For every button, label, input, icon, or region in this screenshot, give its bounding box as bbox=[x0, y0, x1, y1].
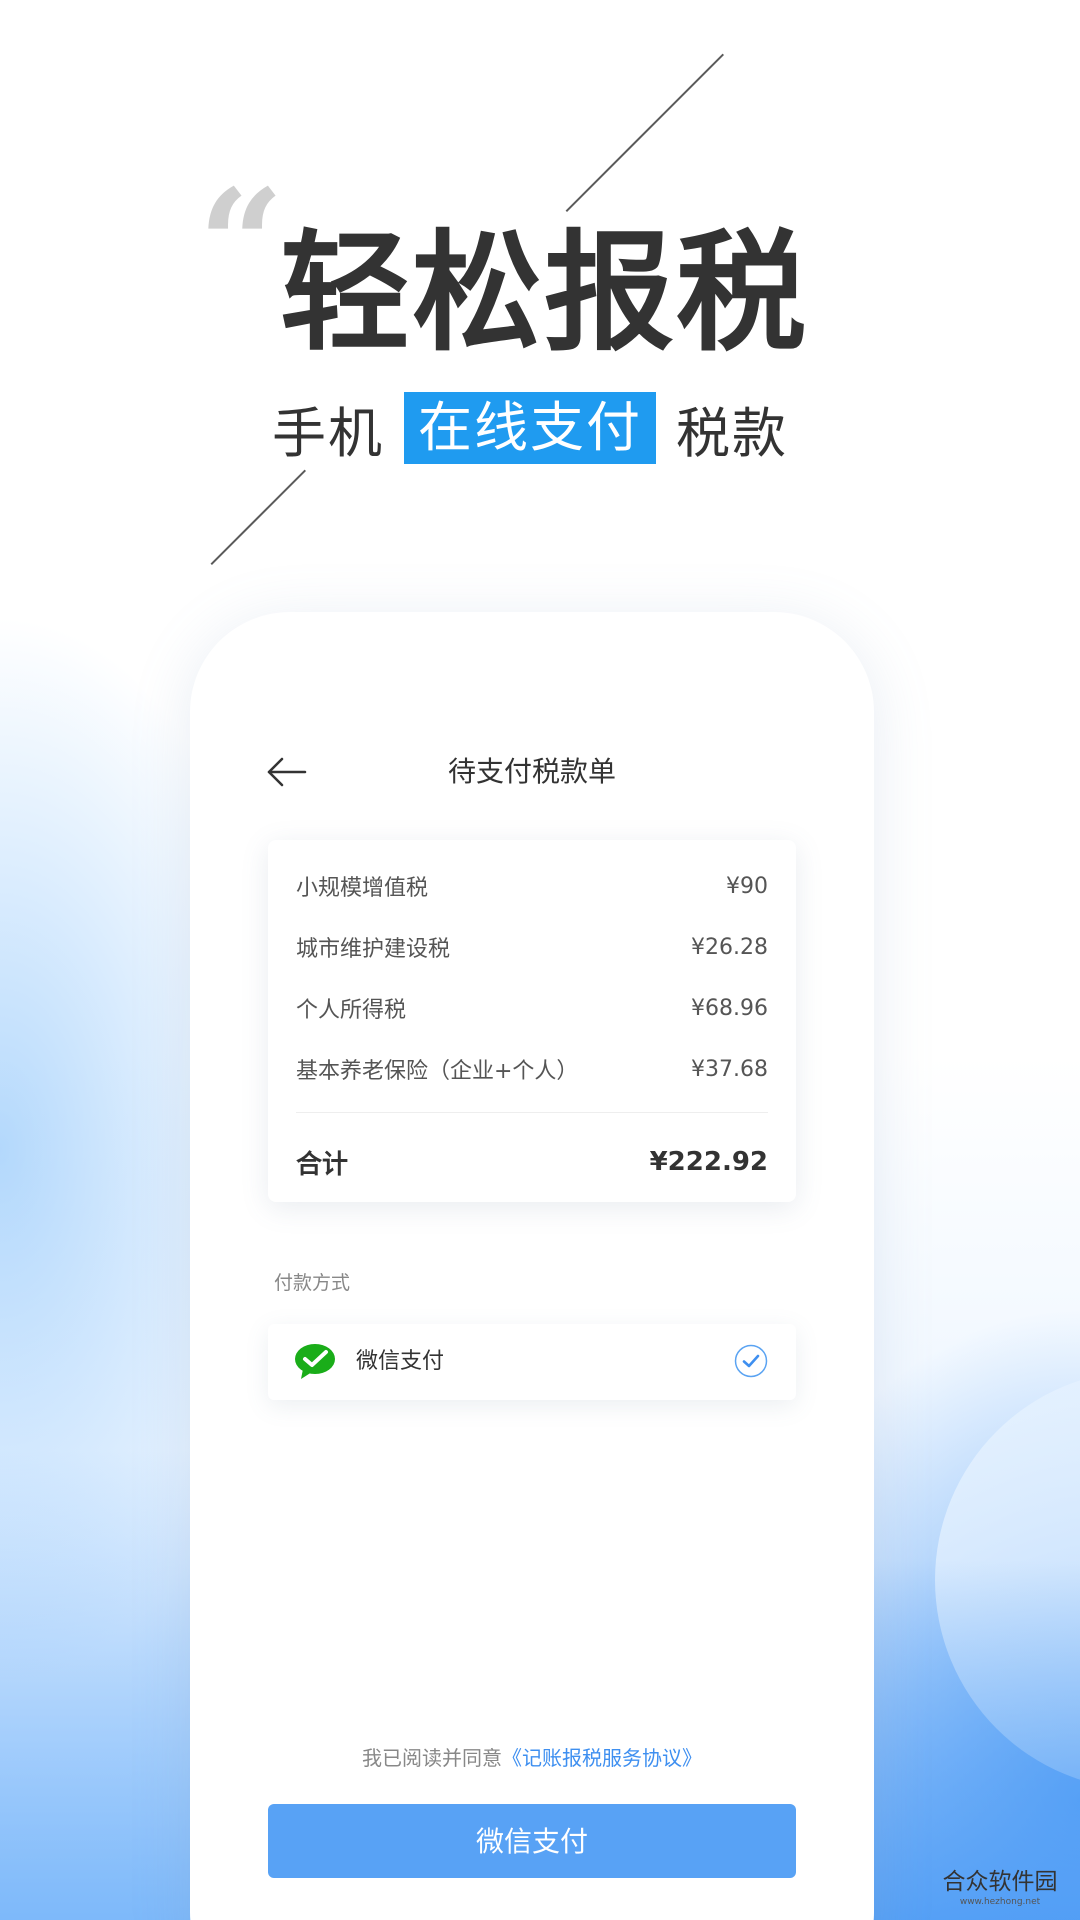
phone-screen: 待支付税款单 小规模增值税 ¥90 城市维护建设税 ¥26.28 个人所得税 ¥… bbox=[190, 612, 874, 1920]
decorative-line-bottom bbox=[210, 469, 306, 566]
bill-item-amount: ¥90 bbox=[726, 873, 768, 899]
bill-row: 基本养老保险（企业+个人） ¥37.68 bbox=[296, 1051, 768, 1087]
bill-item-amount: ¥68.96 bbox=[691, 995, 768, 1021]
wechat-pay-icon bbox=[295, 1344, 335, 1379]
total-label: 合计 bbox=[296, 1149, 349, 1180]
subline-suffix: 税款 bbox=[676, 401, 788, 465]
agreement-link[interactable]: 《记账报税服务协议》 bbox=[502, 1746, 702, 1770]
watermark-url: www.hezhong.net bbox=[959, 1897, 1041, 1907]
bill-item-name: 小规模增值税 bbox=[296, 876, 429, 901]
page-title: 待支付税款单 bbox=[447, 755, 616, 788]
bill-item-name: 个人所得税 bbox=[296, 998, 407, 1023]
top-bar: 待支付税款单 bbox=[190, 742, 874, 802]
bill-divider bbox=[296, 1112, 768, 1113]
watermark-name: 合众软件园 bbox=[942, 1869, 1058, 1895]
check-circle-icon[interactable] bbox=[734, 1344, 768, 1378]
bill-row: 个人所得税 ¥68.96 bbox=[296, 990, 768, 1026]
bill-item-name: 城市维护建设税 bbox=[296, 937, 451, 962]
watermark: 合众软件园 www.hezhong.net bbox=[934, 1868, 1066, 1908]
quote-mark: “ bbox=[198, 157, 285, 333]
bill-row: 小规模增值税 ¥90 bbox=[296, 868, 768, 904]
bill-row: 城市维护建设税 ¥26.28 bbox=[296, 929, 768, 965]
subline-highlight: 在线支付 bbox=[404, 392, 656, 464]
background-glow-right bbox=[860, 1560, 1080, 1920]
bill-item-amount: ¥26.28 bbox=[691, 934, 768, 960]
bill-item-name: 基本养老保险（企业+个人） bbox=[296, 1059, 579, 1084]
wechat-pay-button[interactable]: 微信支付 bbox=[268, 1804, 796, 1878]
hero-headline: 轻松报税 bbox=[280, 217, 809, 369]
total-row: 合计 ¥222.92 bbox=[296, 1142, 768, 1182]
bill-card: 小规模增值税 ¥90 城市维护建设税 ¥26.28 个人所得税 ¥68.96 基… bbox=[268, 840, 796, 1202]
payment-option-label: 微信支付 bbox=[356, 1349, 445, 1374]
hero-subline: 手机 在线支付 税款 bbox=[272, 392, 788, 465]
back-arrow-icon[interactable] bbox=[266, 752, 308, 792]
decorative-line-top bbox=[565, 53, 724, 212]
bill-item-amount: ¥37.68 bbox=[691, 1056, 768, 1082]
payment-section-label: 付款方式 bbox=[274, 1272, 351, 1294]
agreement-text: 我已阅读并同意《记账报税服务协议》 bbox=[190, 1742, 874, 1771]
subline-prefix: 手机 bbox=[272, 401, 384, 465]
total-amount: ¥222.92 bbox=[649, 1147, 768, 1177]
payment-option-wechat[interactable]: 微信支付 bbox=[268, 1324, 796, 1400]
agreement-prefix: 我已阅读并同意 bbox=[362, 1746, 502, 1770]
